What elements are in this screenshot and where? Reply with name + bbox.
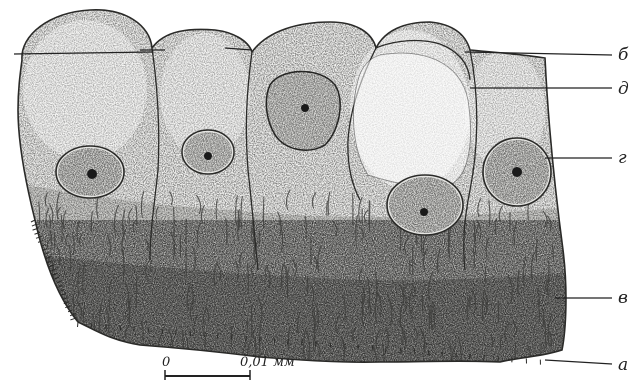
fiber: [369, 201, 370, 226]
fiber: [73, 295, 74, 325]
spike: [302, 340, 303, 345]
fiber: [55, 307, 56, 336]
fiber: [55, 299, 58, 314]
label-b: б: [618, 45, 629, 65]
nucleus-5: [483, 138, 551, 206]
fiber: [46, 330, 49, 344]
scale-value: 0,01 мм: [240, 355, 295, 370]
label-v: в: [618, 288, 628, 308]
fiber: [187, 338, 188, 365]
spike: [232, 335, 233, 340]
spike: [386, 347, 387, 352]
fiber: [123, 250, 124, 278]
scale-bar: 0 0,01 мм: [162, 355, 295, 380]
fiber: [69, 344, 73, 370]
fiber: [251, 306, 252, 336]
fiber: [54, 233, 55, 248]
label-g: г: [618, 148, 627, 168]
label-d: д: [618, 79, 629, 99]
fiber: [186, 219, 187, 244]
fiber: [485, 267, 486, 281]
fiber: [47, 345, 49, 366]
spike: [31, 220, 35, 222]
fiber: [59, 345, 61, 358]
fiber: [58, 329, 60, 357]
spike: [120, 325, 121, 330]
fiber: [174, 207, 175, 236]
spike: [287, 339, 288, 344]
fiber: [45, 278, 49, 305]
fiber: [263, 197, 264, 228]
label-a: а: [618, 355, 628, 375]
scale-zero: 0: [162, 355, 170, 370]
spike: [162, 329, 163, 334]
secretory-droplet: [353, 53, 470, 186]
fiber: [35, 323, 37, 347]
spike: [484, 355, 485, 360]
spike: [512, 357, 513, 362]
fiber: [55, 322, 57, 336]
spike: [330, 343, 331, 348]
nucleus-1: [56, 146, 124, 198]
nucleus-4: [387, 175, 463, 235]
fiber: [51, 340, 54, 359]
fiber: [87, 342, 91, 365]
spike: [470, 354, 471, 359]
nucleus-3: [266, 71, 340, 150]
fiber: [327, 201, 328, 215]
nucleus-2: [182, 130, 234, 174]
